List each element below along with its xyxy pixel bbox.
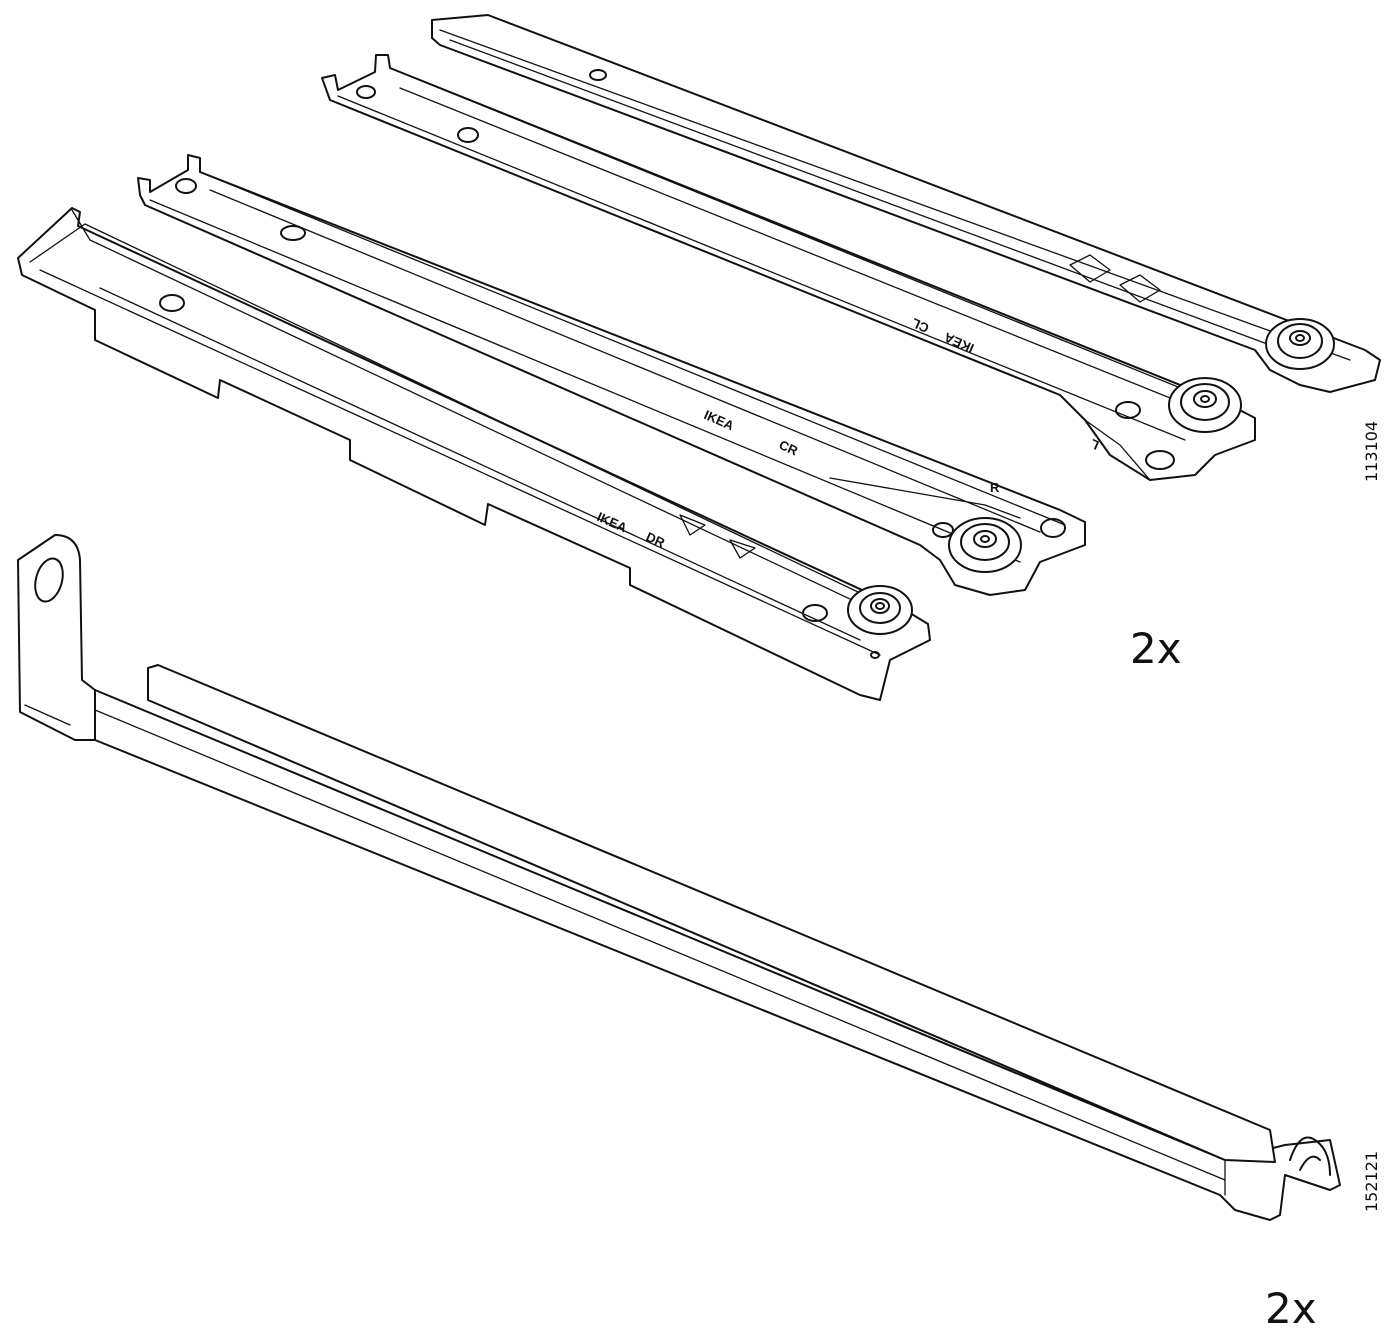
stamp-cl: CL [909,315,931,336]
stamp-dr: DR [644,529,668,551]
stamp-l: L [1088,436,1101,453]
rear-support-bar-drawing [17,534,1341,1221]
runner-rail-third: L [321,54,1256,481]
runner-rail-second: IKEA CR R [137,154,1086,596]
drawer-runner-set-drawing: IKEA DR IKEA CR R [17,14,1381,701]
quantity-label-runners: 2x [1130,624,1182,673]
runner-rail-front-left: IKEA DR [17,207,931,701]
article-number-runners: 113104 [1362,420,1381,482]
stamp-cr: CR [777,437,801,459]
stamp-r: R [990,480,1000,495]
article-number-support-bar: 152121 [1362,1150,1381,1212]
quantity-label-support-bar: 2x [1265,1284,1317,1333]
